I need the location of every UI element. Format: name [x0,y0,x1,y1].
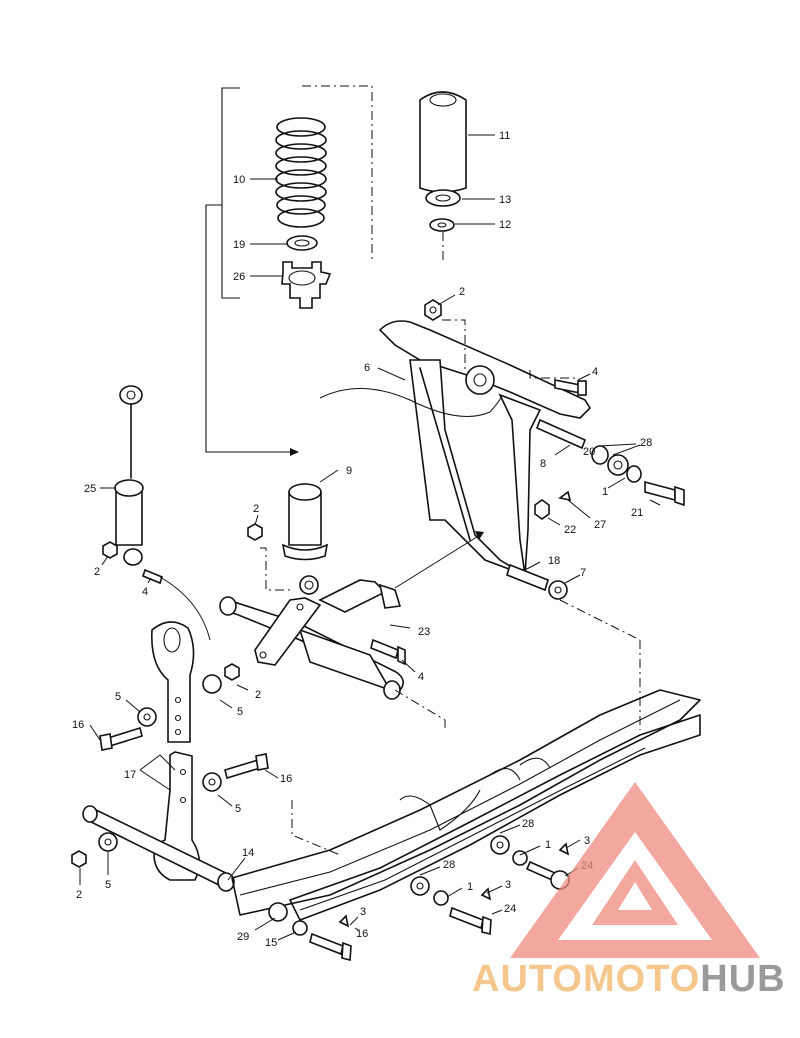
adjuster-cam [281,261,332,309]
callout-2-mid: 2 [255,689,261,701]
front-axle [71,805,235,892]
callout-4-mid: 4 [418,671,424,683]
bolt [529,370,587,396]
callout-16-left: 16 [72,719,84,731]
callout-15: 15 [265,937,277,949]
callout-24-bottom: 24 [504,903,516,915]
cross-shaft [535,418,685,507]
callout-4-right: 4 [592,366,598,378]
nut [424,299,442,321]
callout-23: 23 [418,626,430,638]
callout-20: 20 [583,446,595,458]
callout-26: 26 [233,271,245,283]
slide-rails [231,599,701,921]
callout-16-bottom: 16 [356,928,368,940]
callout-4-left: 4 [142,586,148,598]
callout-1-top: 1 [602,486,608,498]
callout-12: 12 [499,219,511,231]
callout-28-top: 28 [640,437,652,449]
callout-5-a: 5 [115,691,121,703]
watermark-text-primary: AUTOMOTO [472,958,701,1000]
coil-spring [275,117,327,228]
leader-lines [79,134,661,941]
callout-2-bottom: 2 [76,889,82,901]
callout-10: 10 [233,174,245,186]
spring-group-bracket [205,85,373,456]
automotohub-logo [510,782,760,958]
rail-fasteners-front [268,902,352,962]
callout-25: 25 [84,483,96,495]
front-shock [102,385,163,585]
watermark-text: AUTOMOTOHUB [472,958,786,1001]
callout-2-shock: 2 [253,503,259,515]
callout-29: 29 [237,931,249,943]
callout-5-d: 5 [105,879,111,891]
shock-boot [419,91,467,262]
callout-11: 11 [499,130,510,142]
callout-2-top: 2 [459,286,465,298]
callout-3-top: 3 [584,835,590,847]
callout-28-bottom: 28 [443,859,455,871]
rear-arm [319,319,592,577]
callout-3-mid: 3 [505,879,511,891]
callout-21: 21 [631,507,643,519]
watermark-text-secondary: HUB [700,958,786,1000]
rear-shock [247,483,329,595]
nut-grease-fitting [534,490,572,520]
pivot-axle [506,563,568,600]
callout-6: 6 [364,362,370,374]
callout-labels: 10 19 26 11 13 12 2 6 4 8 28 20 1 21 22 … [72,130,652,949]
callout-28-mid: 28 [522,818,534,830]
callout-13: 13 [499,194,511,206]
callout-16-mid: 16 [280,773,292,785]
callout-14: 14 [242,847,254,859]
callout-1-mid: 1 [545,839,551,851]
callout-5-b: 5 [237,706,243,718]
callout-7: 7 [580,567,586,579]
callout-19: 19 [233,239,245,251]
callout-8: 8 [540,458,546,470]
callout-27: 27 [594,519,606,531]
callout-18: 18 [548,555,560,567]
callout-22: 22 [564,524,576,536]
callout-17: 17 [124,769,136,781]
callout-2-left: 2 [94,566,100,578]
spring-seat [286,235,318,251]
callout-9: 9 [346,465,352,477]
callout-3-bottom: 3 [360,906,366,918]
callout-5-c: 5 [235,803,241,815]
rail-fasteners-lower [410,876,492,936]
front-mount-bracket [99,621,269,881]
callout-1-bottom: 1 [467,881,473,893]
front-arm-linkage [159,531,484,730]
